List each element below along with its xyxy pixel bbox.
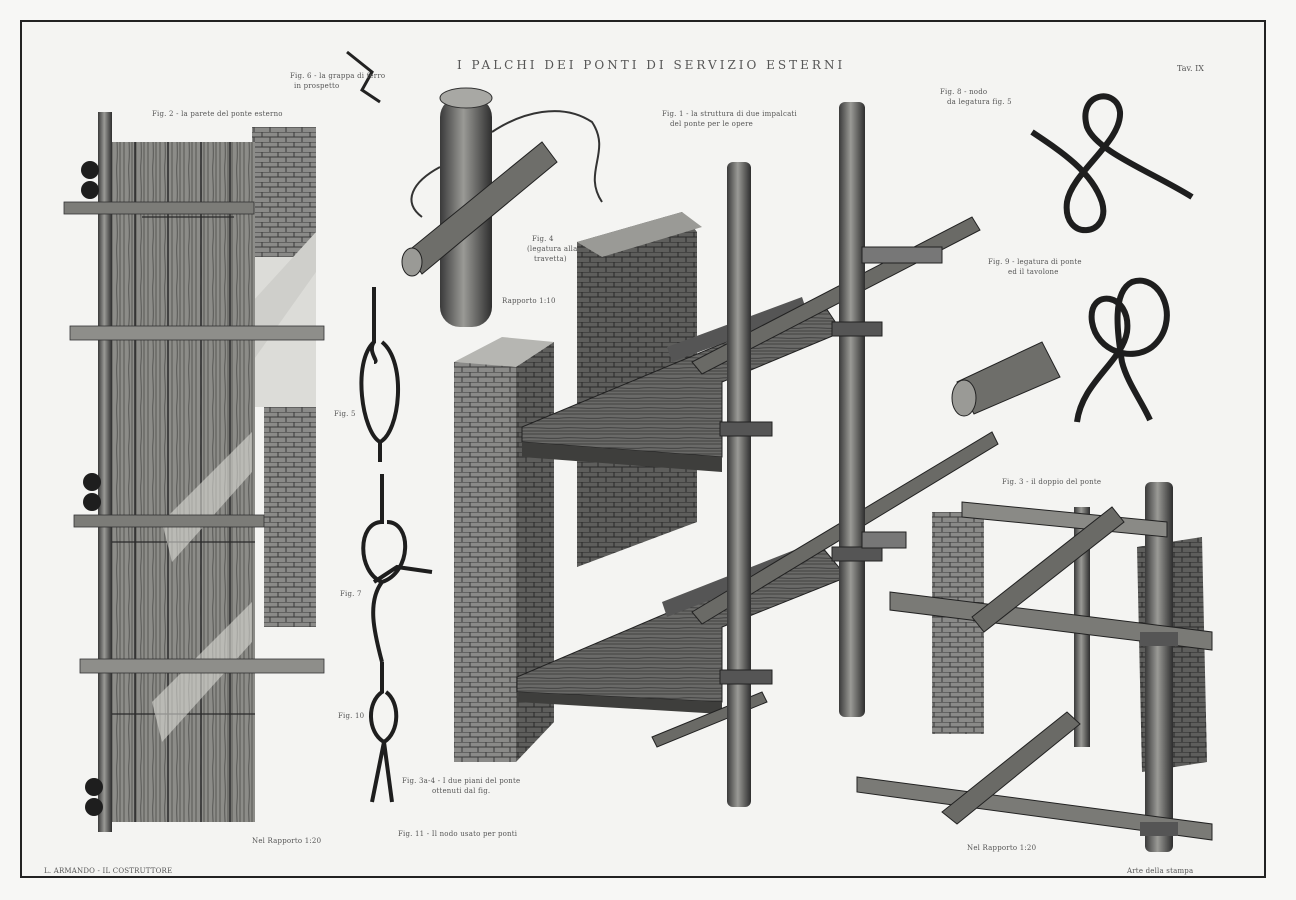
caption-fig3: Fig. 3 - il doppio del ponte bbox=[1002, 478, 1102, 486]
caption-fig10: Fig. 10 bbox=[338, 712, 365, 720]
plate-title: I PALCHI DEI PONTI DI SERVIZIO ESTERNI bbox=[457, 58, 846, 72]
caption-fig34: Fig. 3a-4 - I due piani del ponte bbox=[402, 777, 521, 785]
caption-fig4: Fig. 4 bbox=[532, 235, 554, 243]
caption-fig1: Fig. 1 - la struttura di due impalcati bbox=[662, 110, 797, 118]
knot-figures-column bbox=[359, 287, 433, 803]
caption-fig4c: travetta) bbox=[534, 255, 567, 263]
illustration-canvas bbox=[63, 50, 1213, 852]
caption-fig1b: del ponte per le opere bbox=[670, 120, 753, 128]
two-deck-scaffold bbox=[454, 102, 999, 807]
scale-note-left: Nel Rapporto 1:20 bbox=[252, 837, 322, 845]
caption-fig5: Fig. 5 bbox=[334, 410, 356, 418]
caption-fig8b: da legatura fig. 5 bbox=[947, 98, 1012, 106]
pole-lashing-figure bbox=[401, 87, 603, 327]
caption-fig4-scale: Rapporto 1:10 bbox=[502, 297, 556, 305]
caption-fig9b: ed il tavolone bbox=[1008, 268, 1059, 276]
caption-fig6: Fig. 6 - la grappa di ferro bbox=[290, 72, 386, 80]
left-plank-wall bbox=[63, 112, 325, 832]
footer-right: Arte della stampa bbox=[1127, 867, 1194, 875]
caption-fig11: Fig. 11 - Il nodo usato per ponti bbox=[398, 830, 518, 838]
caption-fig7: Fig. 7 bbox=[340, 590, 362, 598]
plate-frame: I PALCHI DEI PONTI DI SERVIZIO ESTERNI T… bbox=[20, 20, 1266, 878]
iron-clamp-figure bbox=[346, 50, 381, 104]
log-figure bbox=[951, 341, 1061, 417]
caption-fig34b: ottenuti dal fig. bbox=[432, 787, 491, 795]
corner-scaffold-frame bbox=[856, 482, 1213, 852]
right-knot-figures bbox=[1030, 93, 1194, 423]
caption-fig9: Fig. 9 - legatura di ponte bbox=[988, 258, 1082, 266]
caption-fig6b: in prospetto bbox=[294, 82, 340, 90]
caption-fig2: Fig. 2 - la parete del ponte esterno bbox=[152, 110, 283, 118]
scale-note-right: Nel Rapporto 1:20 bbox=[967, 844, 1037, 852]
footer-left: L. ARMANDO - IL COSTRUTTORE bbox=[44, 867, 173, 875]
caption-fig8: Fig. 8 - nodo bbox=[940, 88, 988, 96]
caption-fig4b: (legatura alla bbox=[527, 245, 578, 253]
plate-number: Tav. IX bbox=[1177, 64, 1204, 73]
